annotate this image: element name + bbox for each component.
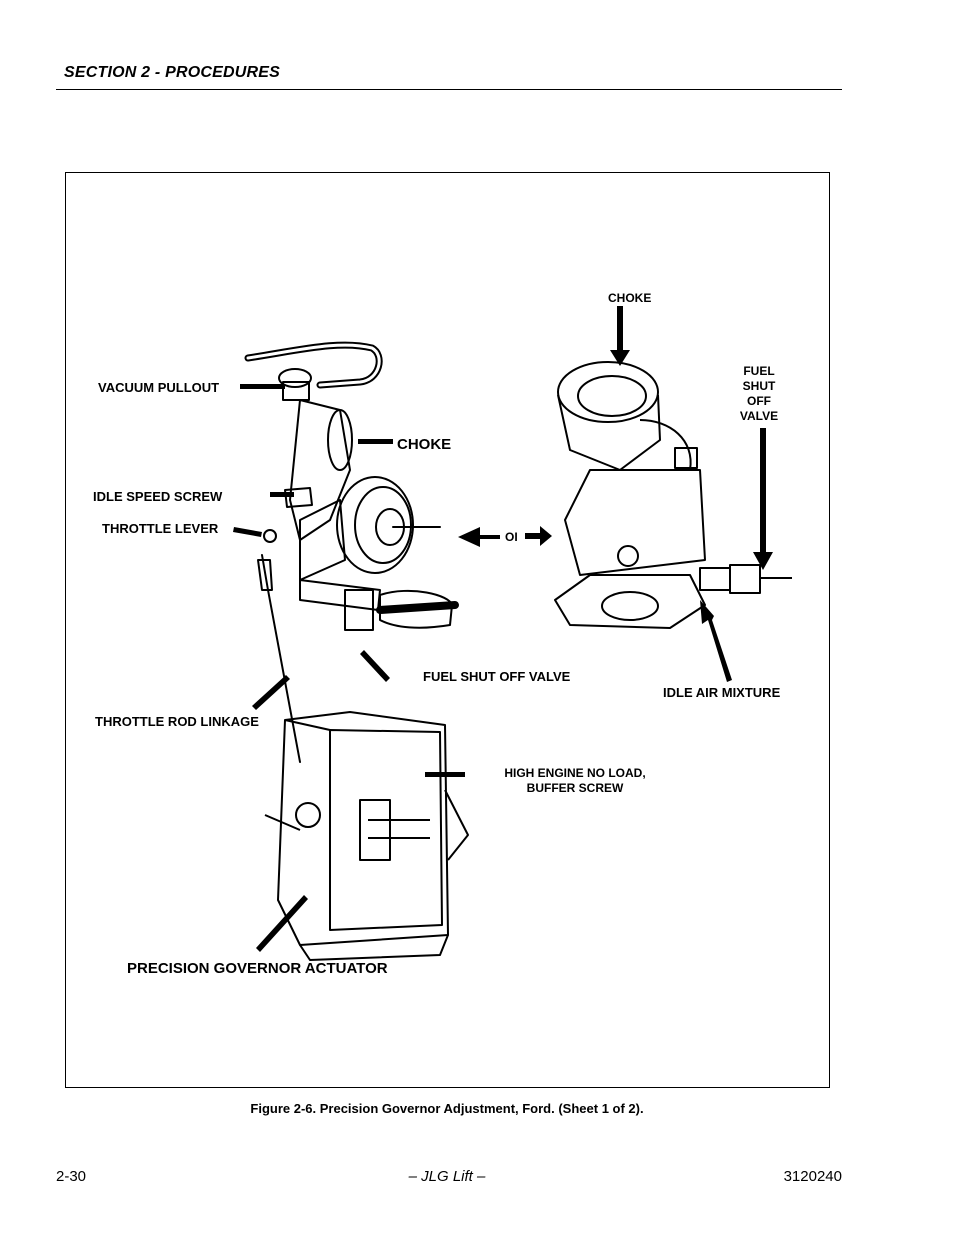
figure-caption: Figure 2-6. Precision Governor Adjustmen…: [250, 1101, 644, 1116]
vacuum-pullout-leader: [240, 384, 285, 389]
throttle-lever-leader: [233, 527, 262, 537]
page-number: 2-30: [56, 1168, 87, 1185]
left-arrow: [458, 527, 500, 547]
fuel-valve-right-line-4: VALVE: [740, 409, 778, 423]
callout-arrows: [233, 306, 773, 952]
choke-left-label: CHOKE: [397, 436, 451, 453]
choke-left-leader: [358, 439, 393, 444]
throttle-rod-linkage-label: THROTTLE ROD LINKAGE: [95, 714, 259, 729]
fuel-valve-right-line-2: SHUT: [743, 379, 776, 393]
right-arrow: [525, 526, 552, 546]
choke-right-arrow: [610, 306, 630, 366]
fuel-shut-off-valve-leader: [360, 650, 390, 682]
right-carburetor-drawing: [554, 361, 792, 629]
buffer-screw-leader: [425, 772, 465, 777]
fuel-valve-right-line-3: OFF: [747, 394, 771, 408]
governor-actuator-drawing: [264, 711, 469, 961]
section-header: SECTION 2 - PROCEDURES: [64, 64, 280, 81]
left-carburetor-drawing: [244, 341, 459, 763]
buffer-screw-line-2: BUFFER SCREW: [527, 781, 624, 795]
idle-speed-screw-leader: [270, 492, 294, 497]
throttle-lever-label: THROTTLE LEVER: [102, 521, 219, 536]
buffer-screw-line-1: HIGH ENGINE NO LOAD,: [504, 766, 645, 780]
fuel-shut-off-valve-label: FUEL SHUT OFF VALVE: [423, 669, 571, 684]
figure-frame: [65, 172, 830, 1088]
fuel-valve-right-arrow: [753, 428, 773, 570]
footer-brand: – JLG Lift –: [408, 1168, 486, 1185]
fuel-valve-right-line-1: FUEL: [743, 364, 774, 378]
throttle-rod-linkage-leader: [252, 675, 290, 710]
document-number: 3120240: [783, 1168, 842, 1185]
precision-governor-actuator-label: PRECISION GOVERNOR ACTUATOR: [127, 960, 388, 977]
header-rule: [56, 89, 842, 90]
vacuum-pullout-label: VACUUM PULLOUT: [98, 380, 219, 395]
idle-air-mixture-label: IDLE AIR MIXTURE: [663, 685, 781, 700]
choke-right-label: CHOKE: [608, 291, 651, 305]
governor-actuator-leader: [256, 895, 308, 952]
idle-speed-screw-label: IDLE SPEED SCREW: [93, 489, 223, 504]
idle-air-mixture-arrow: [700, 600, 732, 682]
or-label: OI: [505, 530, 518, 544]
